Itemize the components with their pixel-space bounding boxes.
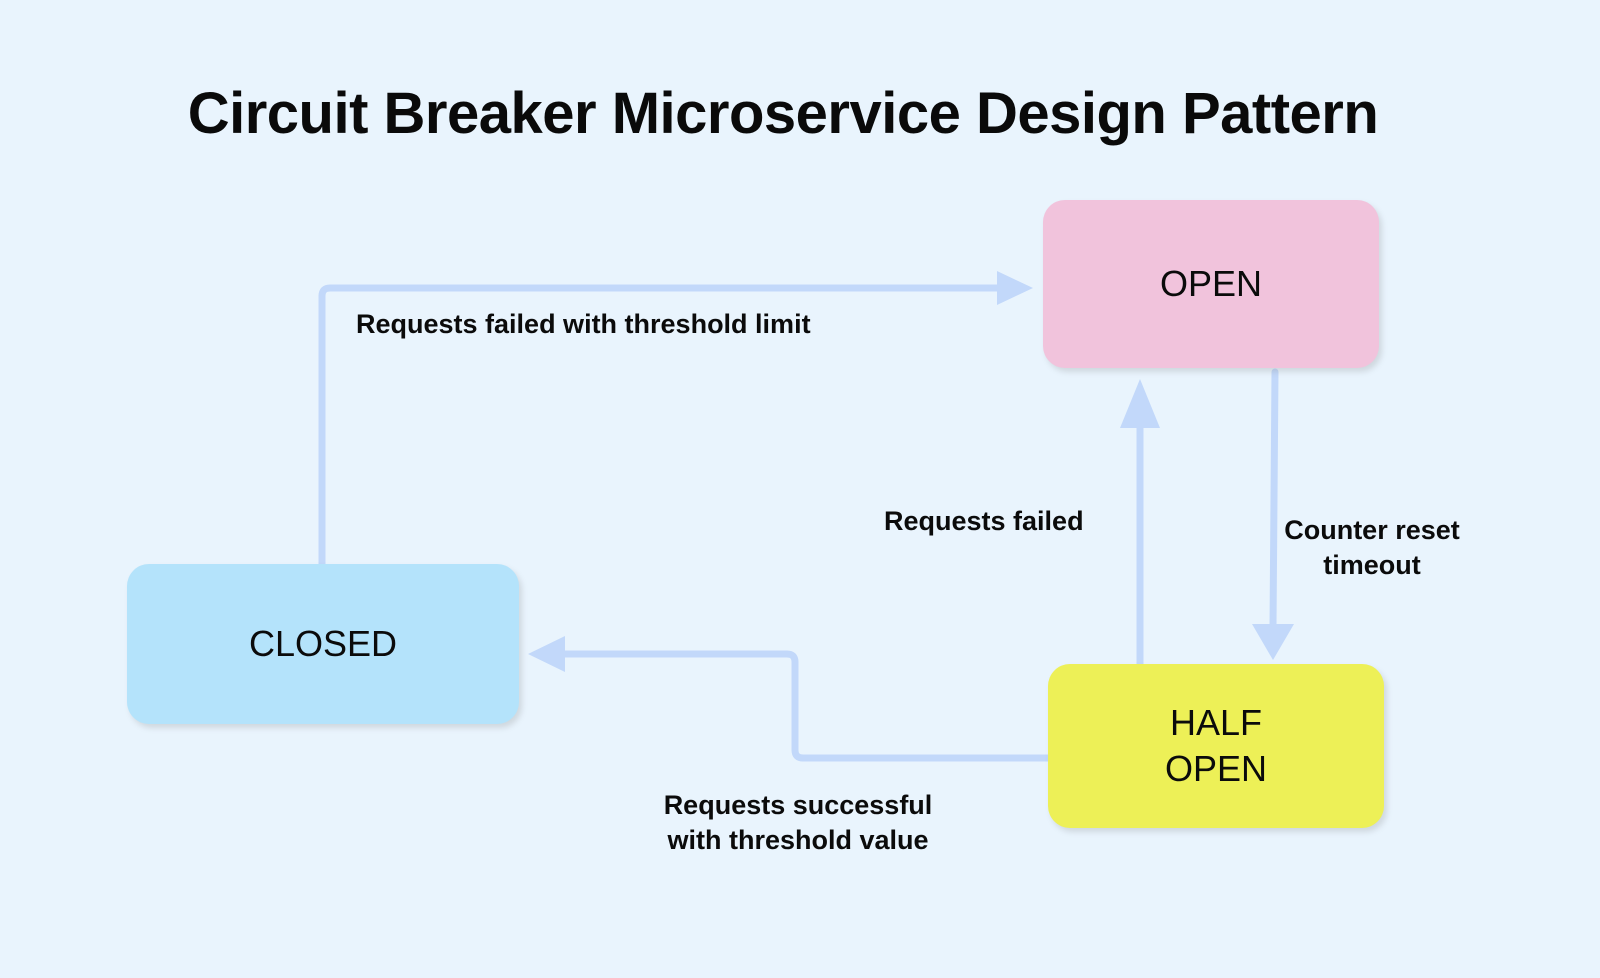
state-node-closed-label: CLOSED	[248, 622, 398, 664]
edge-open-to-half-open-line	[1269, 368, 1279, 630]
page-title: Circuit Breaker Microservice Design Patt…	[187, 81, 1379, 146]
edge-half-open-to-open	[1120, 379, 1160, 668]
edge-closed-to-open-arrowhead	[997, 271, 1033, 305]
edge-open-to-half-open-arrowhead	[1252, 624, 1294, 660]
edge-half-open-to-closed-line	[558, 650, 1052, 762]
state-node-closed[interactable]: CLOSED	[127, 564, 519, 724]
edge-half-open-to-closed	[528, 636, 1052, 762]
edge-label-half-open-to-open: Requests failed	[884, 506, 1084, 536]
state-node-open-label: OPEN	[1159, 262, 1263, 304]
state-node-half-open-label: HALF OPEN	[1164, 701, 1268, 789]
state-node-half-open[interactable]: HALF OPEN	[1048, 664, 1384, 828]
state-node-open[interactable]: OPEN	[1043, 200, 1379, 368]
edge-label-half-open-to-closed: Requests successful with threshold value	[663, 790, 933, 856]
edge-half-open-to-closed-arrowhead	[528, 636, 565, 672]
edge-label-closed-to-open: Requests failed with threshold limit	[356, 309, 811, 339]
edge-label-open-to-half-open: Counter reset timeout	[1284, 515, 1460, 581]
edge-half-open-to-open-arrowhead	[1120, 379, 1160, 428]
